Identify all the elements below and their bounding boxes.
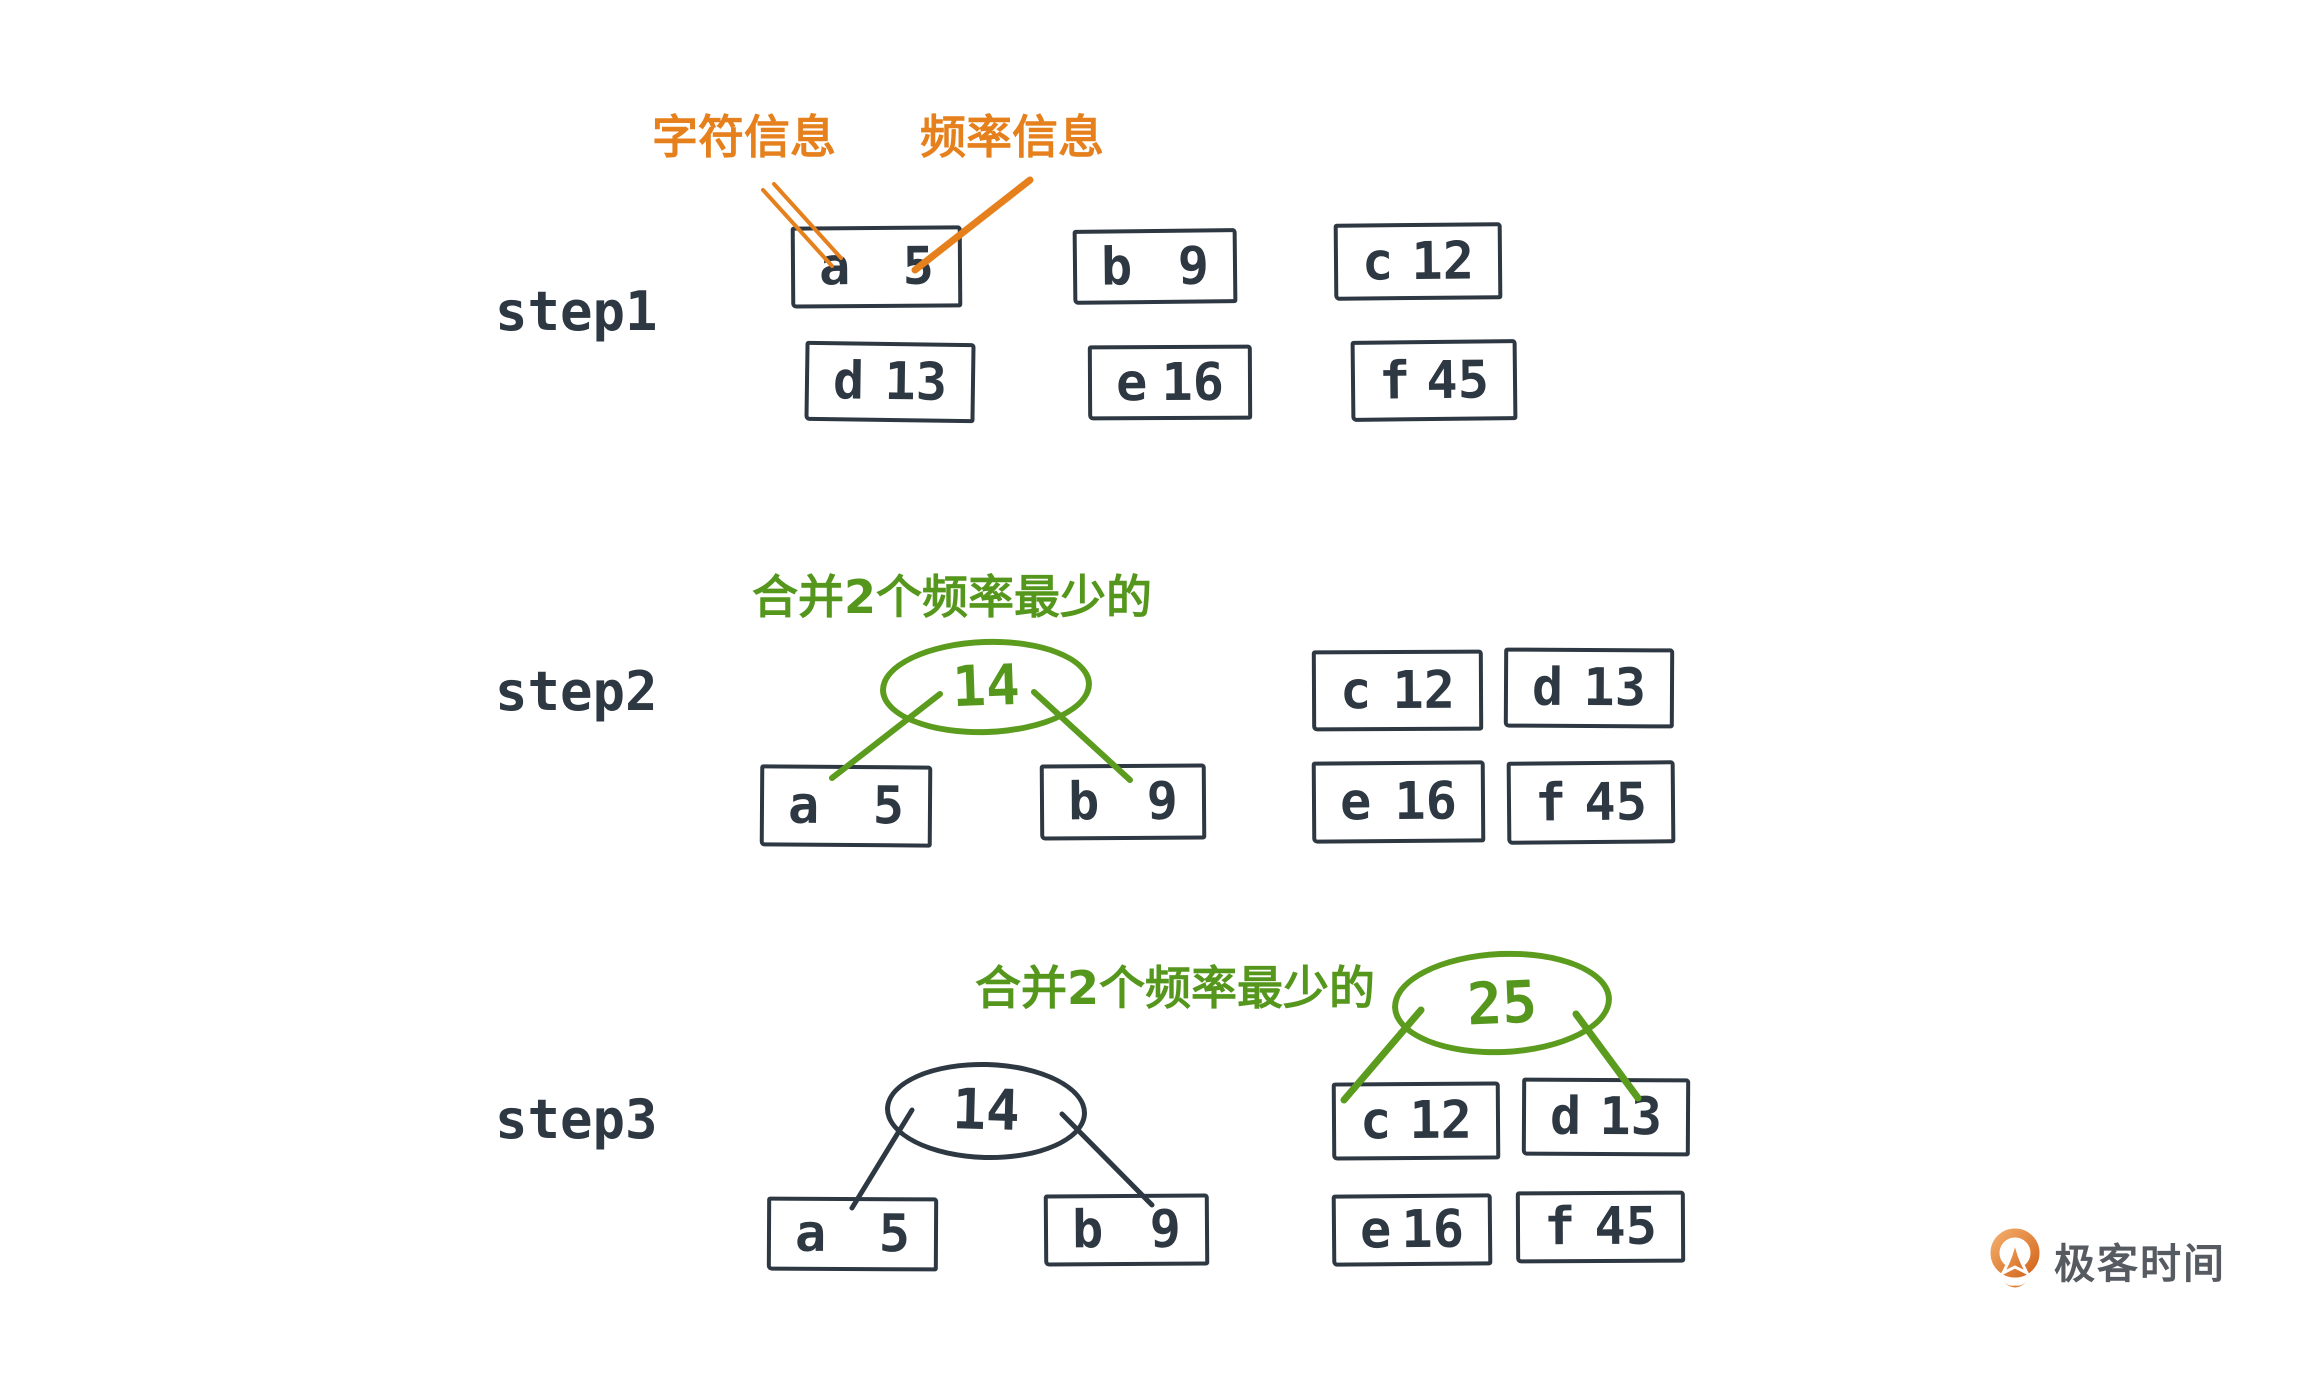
- node-freq: 5: [902, 236, 935, 297]
- step2-queue-c: c 12: [1311, 649, 1484, 732]
- node-freq: 12: [1411, 231, 1475, 292]
- step3-label: step3: [495, 1088, 658, 1151]
- step2-node-b: b 9: [1039, 763, 1207, 841]
- step3-merged-node: 25: [1389, 946, 1615, 1060]
- node-char: e: [1339, 772, 1372, 833]
- node-char: b: [1071, 1200, 1104, 1261]
- node-char: d: [1531, 657, 1564, 718]
- char-info-label: 字符信息: [652, 110, 836, 164]
- step1-node-e: e 16: [1087, 344, 1253, 421]
- node-freq: 16: [1394, 771, 1458, 833]
- step2-node-a: a 5: [759, 764, 933, 848]
- merged-value: 25: [1465, 967, 1539, 1039]
- node-char: f: [1543, 1197, 1576, 1258]
- node-freq: 12: [1392, 660, 1456, 721]
- node-freq: 45: [1426, 349, 1490, 411]
- node-char: b: [1100, 236, 1133, 298]
- subtree-value: 14: [951, 1077, 1021, 1144]
- step2-queue-e: e 16: [1311, 760, 1486, 844]
- node-freq: 16: [1401, 1199, 1465, 1261]
- step1-node-b: b 9: [1072, 228, 1238, 305]
- node-char: a: [794, 1203, 827, 1264]
- step2-label: step2: [495, 660, 658, 723]
- geektime-logo: 极客时间: [1986, 1226, 2226, 1294]
- node-freq: 12: [1409, 1090, 1473, 1152]
- node-char: d: [1549, 1086, 1582, 1147]
- node-char: d: [832, 351, 865, 412]
- step1-node-a: a 5: [790, 225, 963, 309]
- node-char: f: [1534, 772, 1567, 833]
- node-char: c: [1339, 660, 1372, 721]
- step2-queue-d: d 13: [1503, 647, 1675, 729]
- node-freq: 45: [1584, 772, 1648, 833]
- step3-queue-e: e 16: [1331, 1193, 1493, 1267]
- step1-label: step1: [495, 280, 658, 343]
- step2-queue-f: f 45: [1506, 760, 1676, 845]
- node-char: c: [1361, 231, 1394, 292]
- geektime-logo-icon: [1990, 1228, 2040, 1288]
- step2-merged-node: 14: [878, 635, 1094, 739]
- step3-subtree-node: 14: [883, 1059, 1089, 1163]
- step3-node-b: b 9: [1043, 1193, 1210, 1267]
- node-freq: 9: [1177, 235, 1210, 297]
- step3-node-a: a 5: [766, 1196, 939, 1272]
- step3-merge-caption: 合并2个频率最少的: [975, 961, 1376, 1015]
- merged-value: 14: [951, 652, 1021, 721]
- node-freq: 16: [1161, 352, 1225, 413]
- step1-node-c: c 12: [1333, 222, 1503, 301]
- node-freq: 45: [1594, 1196, 1658, 1258]
- node-char: e: [1359, 1200, 1392, 1261]
- node-freq: 9: [1149, 1199, 1182, 1260]
- freq-info-label: 频率信息: [920, 110, 1104, 164]
- node-freq: 13: [1599, 1086, 1663, 1148]
- node-freq: 5: [878, 1204, 911, 1265]
- step2-merge-caption: 合并2个频率最少的: [752, 570, 1153, 624]
- node-char: a: [787, 775, 820, 836]
- node-freq: 13: [1583, 657, 1647, 719]
- node-freq: 9: [1146, 771, 1179, 832]
- step3-node-c: c 12: [1331, 1081, 1501, 1161]
- node-char: f: [1378, 350, 1411, 412]
- node-char: e: [1115, 352, 1148, 413]
- node-char: a: [818, 237, 851, 298]
- geektime-logo-text: 极客时间: [2054, 1240, 2226, 1288]
- step1-node-f: f 45: [1350, 339, 1518, 422]
- step1-node-d: d 13: [804, 340, 976, 424]
- node-freq: 5: [872, 776, 905, 837]
- step3-queue-f: f 45: [1515, 1190, 1686, 1264]
- node-char: c: [1359, 1091, 1392, 1152]
- step3-node-d: d 13: [1521, 1077, 1691, 1157]
- node-freq: 13: [883, 351, 948, 413]
- node-char: b: [1067, 772, 1100, 833]
